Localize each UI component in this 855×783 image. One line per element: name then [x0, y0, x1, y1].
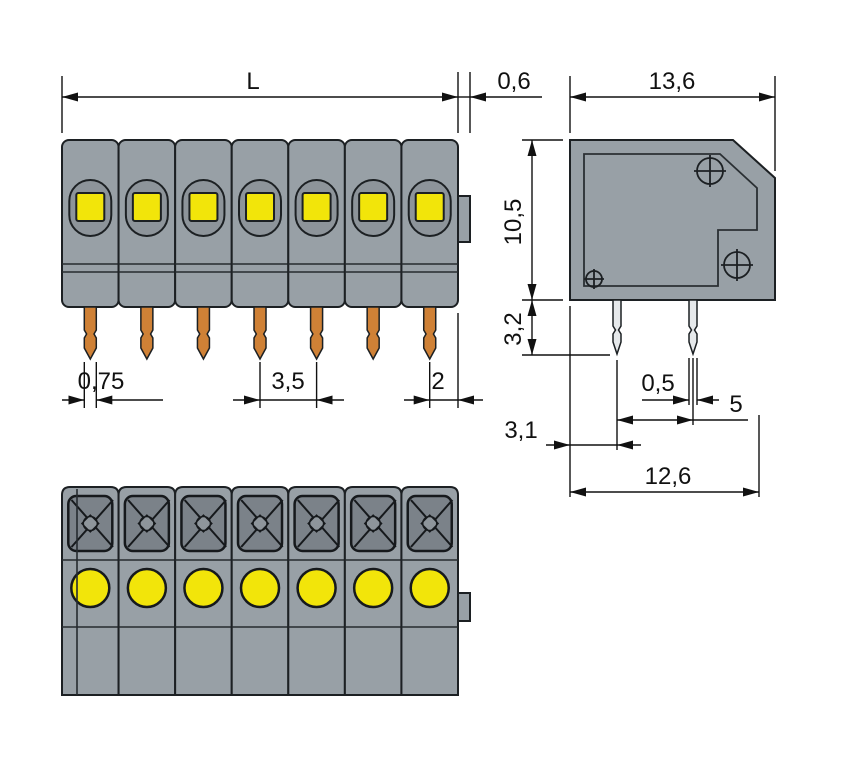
dimension-side-height: 10,5	[500, 139, 563, 301]
dim-label-0-6: 0,6	[497, 68, 530, 95]
dimension-front-pitch: 3,5	[233, 362, 344, 408]
side-housing	[569, 139, 776, 301]
top-segment	[173, 485, 233, 697]
dimension-side-pin-length: 3,2	[500, 300, 610, 356]
top-segment	[287, 485, 347, 697]
dim-label-3-2: 3,2	[500, 312, 527, 345]
dim-label-12-6: 12,6	[645, 463, 692, 490]
position-marker-icon	[584, 269, 604, 289]
dimension-side-face-to-pin: 3,1	[504, 306, 641, 497]
side-inner-contour	[583, 153, 758, 287]
dim-label-L: L	[246, 68, 259, 95]
dimension-front-pin-width: 0,75	[62, 362, 163, 408]
dimension-front-pin-to-edge: 2	[404, 313, 483, 408]
dimension-side-overall-depth: 12,6	[570, 415, 760, 497]
front-view	[61, 139, 471, 360]
top-segment	[60, 485, 120, 697]
dim-label-13-6: 13,6	[649, 68, 696, 95]
top-view	[60, 485, 471, 697]
top-segment	[117, 485, 177, 697]
top-segment	[230, 485, 290, 697]
dimension-front-length: L	[61, 68, 459, 133]
dim-label-3-5: 3,5	[271, 368, 304, 395]
dim-label-10-5: 10,5	[500, 199, 527, 246]
side-view	[569, 139, 776, 357]
solder-pin-row1	[612, 299, 622, 357]
top-segment	[343, 485, 403, 697]
dim-label-3-1: 3,1	[504, 417, 537, 444]
solder-pin-row2	[688, 299, 698, 357]
dim-label-0-75: 0,75	[78, 368, 125, 395]
dim-label-2: 2	[431, 368, 444, 395]
dim-label-5: 5	[729, 391, 742, 418]
top-segment	[400, 485, 460, 697]
dimension-side-depth: 13,6	[569, 68, 776, 171]
dimension-front-tab: 0,6	[458, 68, 542, 133]
dim-label-0-5: 0,5	[641, 370, 674, 397]
dimension-side-pin-row-spacing: 5	[617, 358, 748, 425]
dimension-side-pin-thickness: 0,5	[641, 358, 719, 405]
position-marker-icon	[721, 249, 753, 281]
position-marker-icon	[694, 155, 726, 187]
